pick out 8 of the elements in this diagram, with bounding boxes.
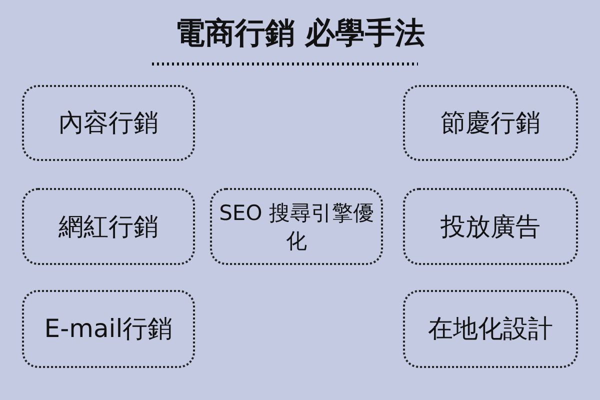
- dotted-box: 網紅行銷: [22, 188, 195, 265]
- dotted-box: 節慶行銷: [403, 85, 578, 161]
- dotted-box: 投放廣告: [403, 188, 578, 265]
- dotted-box: 在地化設計: [403, 290, 578, 368]
- dotted-box: SEO 搜尋引擎優化: [210, 188, 383, 265]
- dotted-box: 內容行銷: [22, 85, 195, 161]
- dotted-box: E-mail行銷: [22, 290, 195, 368]
- title: 電商行銷 必學手法: [174, 15, 426, 53]
